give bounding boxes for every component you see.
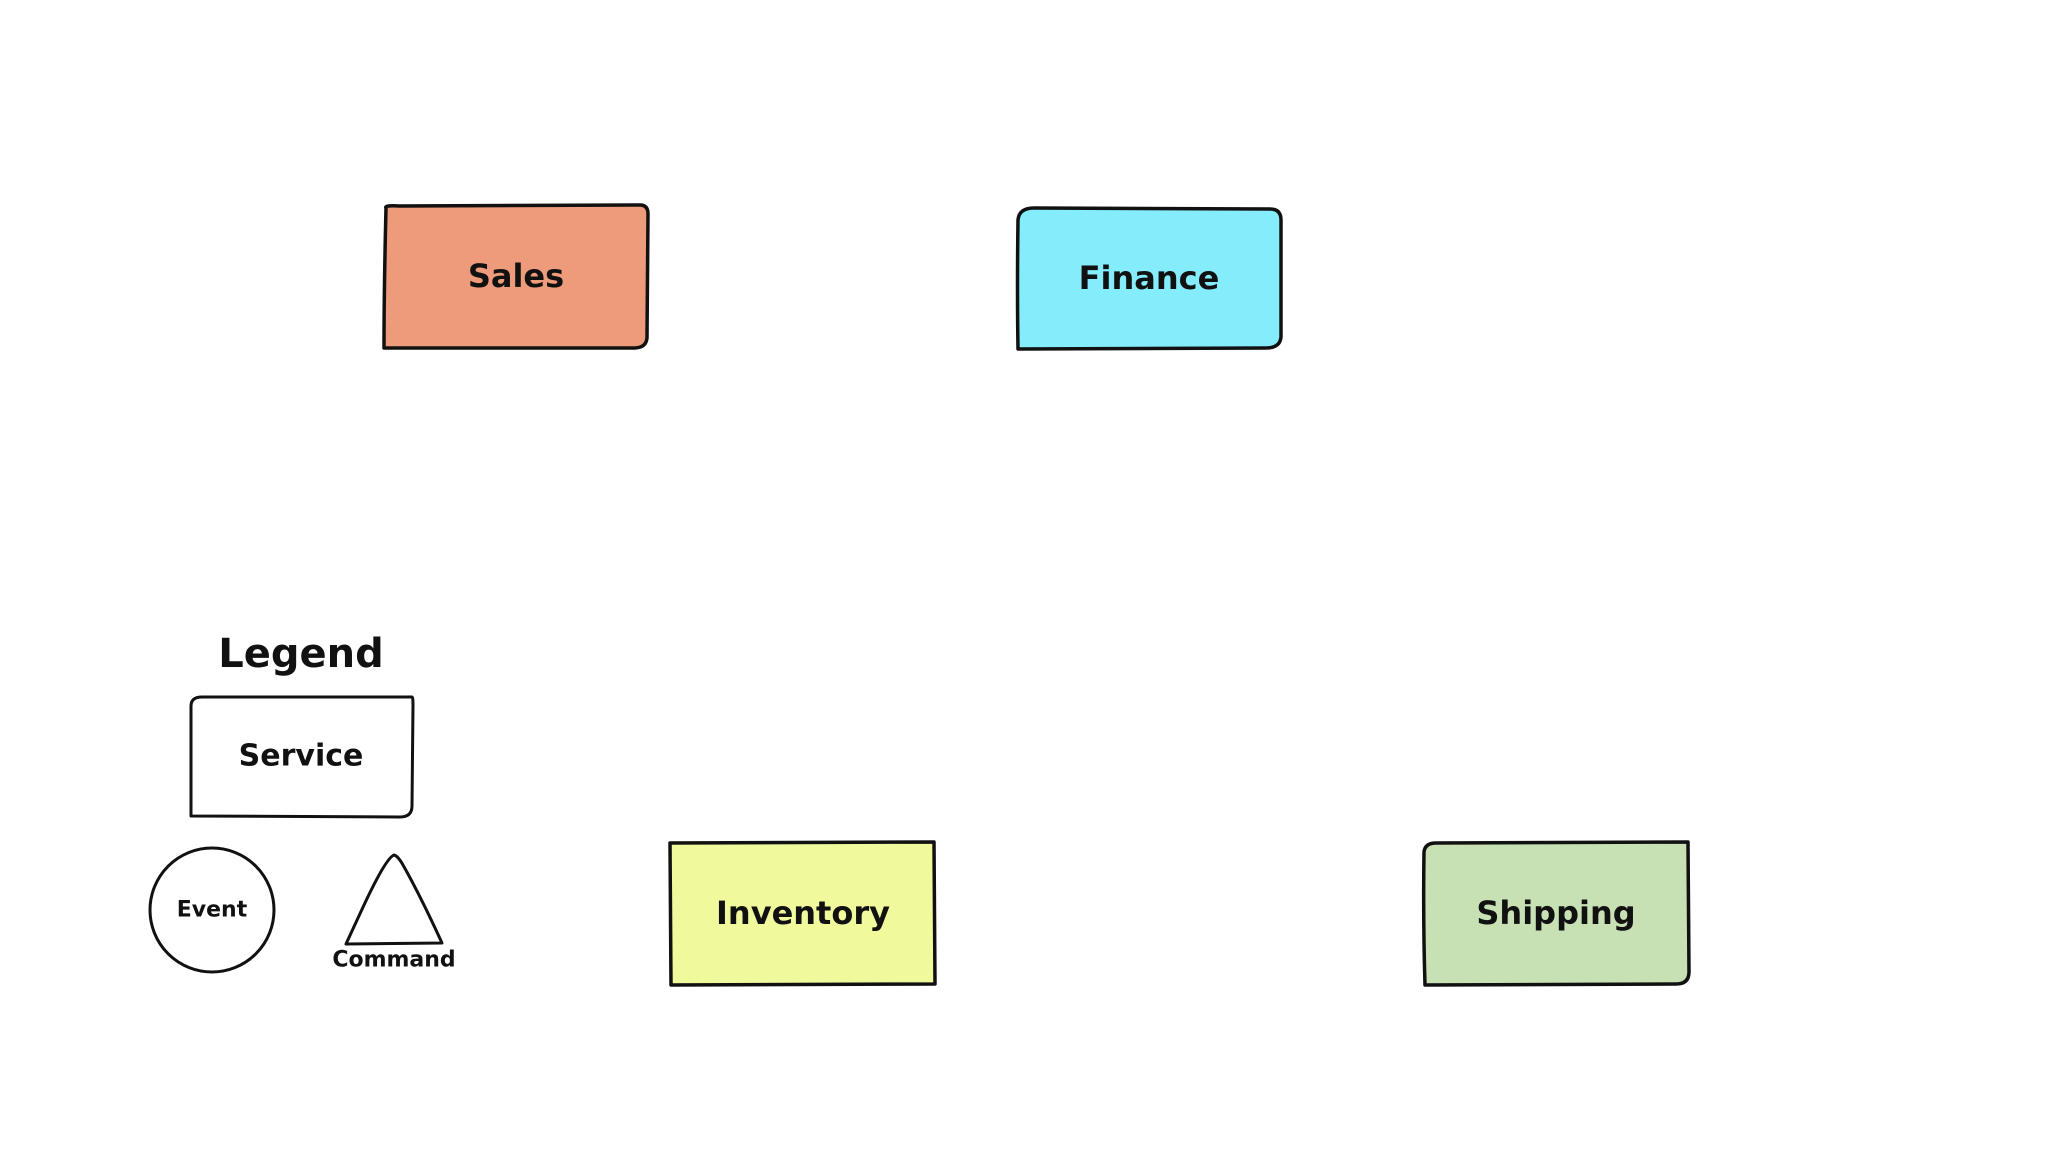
service-box-inventory-label: Inventory: [716, 894, 890, 932]
legend-event-label: Event: [177, 898, 248, 923]
service-box-shipping-shape: [1421, 840, 1691, 987]
legend: Legend Service Event Command: [148, 631, 456, 974]
legend-service-item: Service: [189, 695, 415, 819]
legend-title: Legend: [218, 631, 384, 677]
legend-event-circle: [148, 846, 276, 974]
legend-command-item: Command: [332, 853, 456, 973]
service-box-sales-shape: [382, 203, 650, 350]
service-box-shipping-label: Shipping: [1476, 894, 1635, 932]
legend-service-label: Service: [239, 739, 364, 774]
service-box-sales-label: Sales: [468, 257, 564, 295]
service-box-finance[interactable]: Finance: [1015, 206, 1283, 351]
legend-command-triangle: [344, 853, 444, 946]
service-box-sales[interactable]: Sales: [382, 203, 650, 350]
service-box-finance-label: Finance: [1079, 259, 1220, 297]
service-box-finance-shape: [1015, 206, 1283, 351]
service-box-shipping[interactable]: Shipping: [1421, 840, 1691, 987]
service-box-inventory-shape: [668, 840, 937, 987]
service-box-inventory[interactable]: Inventory: [668, 840, 937, 987]
legend-command-label: Command: [332, 948, 455, 973]
legend-event-item: Event: [148, 846, 276, 974]
legend-service-shape: [189, 695, 415, 819]
